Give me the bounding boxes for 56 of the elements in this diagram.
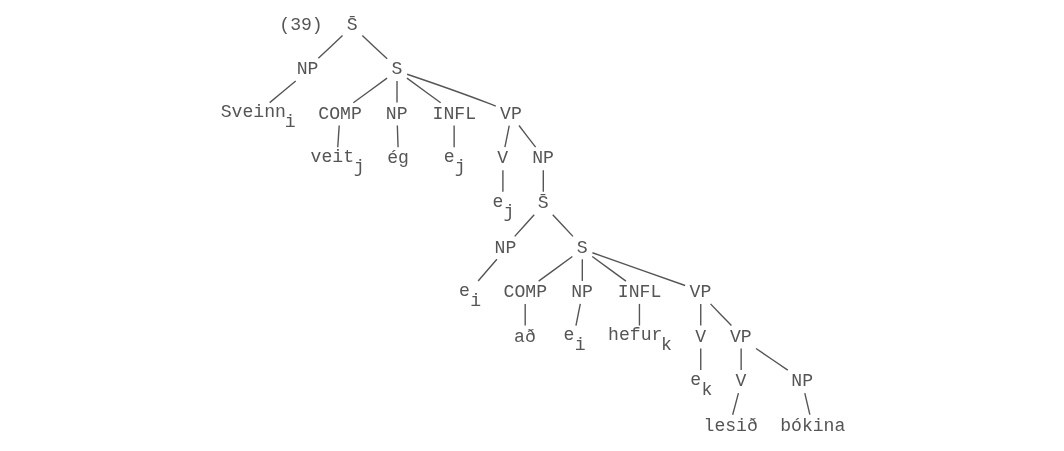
node-text: V bbox=[735, 371, 746, 392]
connector bbox=[352, 77, 388, 104]
node-text: NP bbox=[494, 237, 516, 258]
connector bbox=[452, 124, 455, 148]
connector bbox=[591, 252, 686, 287]
connector bbox=[317, 34, 343, 59]
node-text: bókina bbox=[779, 415, 845, 436]
node-text: NP bbox=[790, 371, 813, 392]
connector bbox=[476, 258, 498, 282]
node-text: VP bbox=[689, 282, 711, 303]
node-text: V bbox=[496, 148, 508, 169]
node-text: NP bbox=[570, 282, 593, 303]
connector bbox=[551, 214, 574, 238]
node-text: að bbox=[513, 326, 536, 347]
node-text: INFL bbox=[432, 103, 476, 124]
node-text: INFL bbox=[617, 282, 661, 303]
node-text: V bbox=[694, 326, 706, 347]
connector bbox=[395, 80, 398, 104]
node-text: NP bbox=[385, 103, 408, 124]
node-text: COMP bbox=[317, 103, 362, 124]
connector bbox=[405, 73, 496, 107]
connector bbox=[699, 303, 701, 327]
node-text: S̄ bbox=[346, 14, 358, 35]
connector bbox=[396, 124, 399, 148]
node-text: VP bbox=[729, 326, 752, 347]
node-text: S̄ bbox=[537, 192, 549, 213]
connector bbox=[591, 255, 627, 282]
connector bbox=[268, 80, 296, 104]
node-text: lesið bbox=[703, 415, 758, 436]
connector bbox=[336, 124, 340, 148]
node-text: NP bbox=[296, 59, 318, 80]
connector bbox=[513, 214, 535, 238]
connector bbox=[739, 347, 742, 371]
connector bbox=[405, 77, 441, 104]
connector bbox=[731, 392, 739, 416]
connector bbox=[361, 34, 388, 60]
connector bbox=[803, 392, 811, 416]
node-text: S bbox=[390, 59, 402, 80]
connector bbox=[754, 347, 788, 371]
connector bbox=[517, 124, 536, 148]
connector bbox=[581, 258, 583, 282]
node-text: S bbox=[576, 237, 588, 258]
connector bbox=[542, 169, 544, 193]
connector bbox=[709, 303, 732, 327]
connector bbox=[638, 303, 640, 327]
node-text: VP bbox=[499, 103, 522, 124]
connector bbox=[524, 303, 526, 327]
node-text: ég bbox=[386, 148, 409, 169]
node-text: NP bbox=[531, 148, 554, 169]
connector bbox=[537, 255, 573, 282]
connector bbox=[501, 169, 504, 193]
connector bbox=[699, 347, 701, 371]
label: (39) bbox=[278, 14, 323, 35]
connector bbox=[503, 124, 510, 148]
node-text: COMP bbox=[503, 282, 547, 303]
connector bbox=[574, 303, 581, 327]
